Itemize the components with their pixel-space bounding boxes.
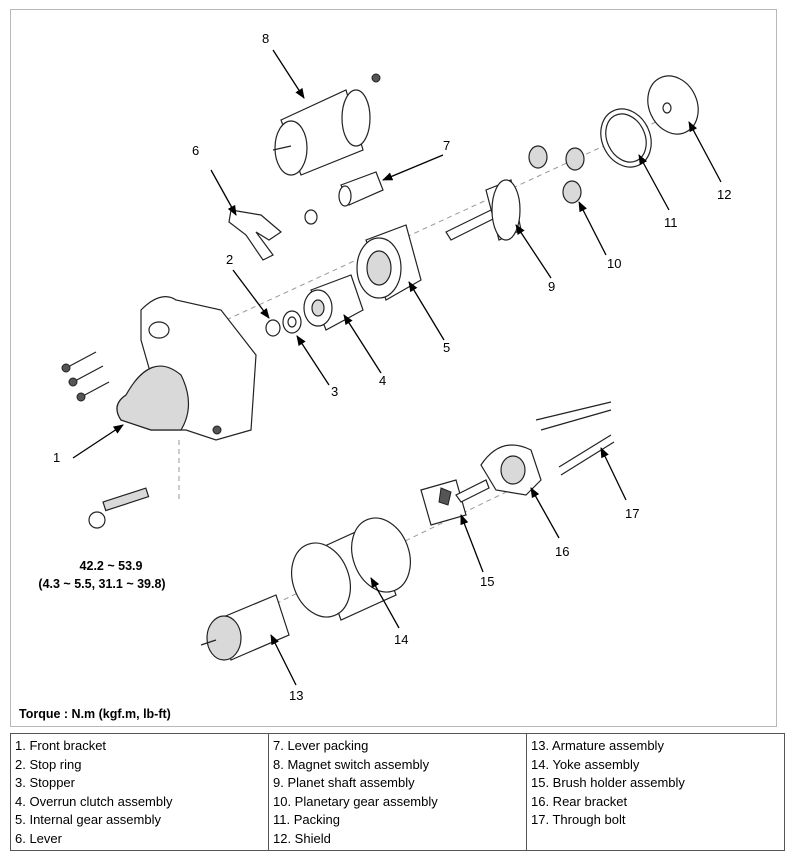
legend-column-2: 7. Lever packing 8. Magnet switch assemb… — [269, 734, 527, 850]
legend-column-3: 13. Armature assembly 14. Yoke assembly … — [527, 734, 784, 850]
callout-3: 3 — [331, 384, 338, 399]
legend-item: 14. Yoke assembly — [531, 756, 640, 772]
planet-shaft-assembly — [445, 179, 522, 241]
lever-packing — [304, 171, 384, 225]
legend-item: 10. Planetary gear assembly — [273, 793, 438, 809]
legend-item: 2. Stop ring — [15, 756, 82, 772]
legend-item: 3. Stopper — [15, 775, 75, 791]
callout-12: 12 — [717, 187, 731, 202]
callout-7: 7 — [443, 138, 450, 153]
legend-item: 5. Internal gear assembly — [15, 812, 161, 828]
shield — [647, 75, 699, 135]
torque-unit-note: Torque : N.m (kgf.m, lb-ft) — [19, 707, 171, 721]
callout-16: 16 — [555, 544, 569, 559]
internal-gear-assembly — [356, 224, 422, 301]
callout-arrows — [72, 49, 722, 686]
legend-column-1: 1. Front bracket 2. Stop ring 3. Stopper… — [11, 734, 269, 850]
through-bolts — [535, 401, 615, 476]
mounting-bolts — [61, 351, 110, 402]
callout-5: 5 — [443, 340, 450, 355]
legend-item: 8. Magnet switch assembly — [273, 756, 430, 772]
callout-1: 1 — [53, 450, 60, 465]
starter-motor-exploded-diagram: 1 2 3 4 5 6 7 8 9 10 11 12 13 14 15 16 1… — [38, 31, 731, 703]
legend-item: 12. Shield — [273, 830, 331, 846]
callout-4: 4 — [379, 373, 386, 388]
callout-17: 17 — [625, 506, 639, 521]
callout-9: 9 — [548, 279, 555, 294]
legend-item: 15. Brush holder assembly — [531, 775, 685, 791]
callout-2: 2 — [226, 252, 233, 267]
exploded-view-diagram: 1 2 3 4 5 6 7 8 9 10 11 12 13 14 15 16 1… — [10, 9, 777, 727]
callout-10: 10 — [607, 256, 621, 271]
overrun-clutch-assembly — [303, 274, 364, 331]
armature-assembly — [200, 594, 290, 661]
callout-14: 14 — [394, 632, 408, 647]
front-bracket — [116, 296, 257, 441]
torque-spec-value: 42.2 ~ 53.9 — [80, 559, 143, 573]
callout-11: 11 — [664, 215, 678, 230]
planetary-gear-assembly — [528, 145, 585, 204]
torque-spec-converted: (4.3 ~ 5.5, 31.1 ~ 39.8) — [38, 577, 165, 591]
parts-legend-table: 1. Front bracket 2. Stop ring 3. Stopper… — [10, 733, 785, 851]
yoke-assembly — [291, 517, 411, 621]
legend-item: 7. Lever packing — [273, 738, 369, 753]
callout-numbers: 1 2 3 4 5 6 7 8 9 10 11 12 13 14 15 16 1… — [53, 31, 731, 703]
callout-8: 8 — [262, 31, 269, 46]
legend-item: 17. Through bolt — [531, 812, 626, 828]
callout-6: 6 — [192, 143, 199, 158]
lever — [228, 209, 282, 261]
legend-item: 6. Lever — [15, 830, 62, 846]
legend-item: 4. Overrun clutch assembly — [15, 793, 173, 809]
torque-bolt — [88, 487, 150, 529]
rear-bracket — [480, 444, 542, 496]
legend-item: 16. Rear bracket — [531, 793, 628, 809]
stop-ring — [265, 319, 281, 337]
callout-13: 13 — [289, 688, 303, 703]
callout-15: 15 — [480, 574, 494, 589]
legend-item: 11. Packing — [273, 812, 340, 828]
magnet-switch-assembly — [272, 73, 381, 176]
legend-item: 9. Planet shaft assembly — [273, 775, 415, 791]
legend-item: 1. Front bracket — [15, 738, 107, 753]
legend-item: 13. Armature assembly — [531, 738, 664, 753]
brush-holder-assembly — [420, 479, 490, 526]
